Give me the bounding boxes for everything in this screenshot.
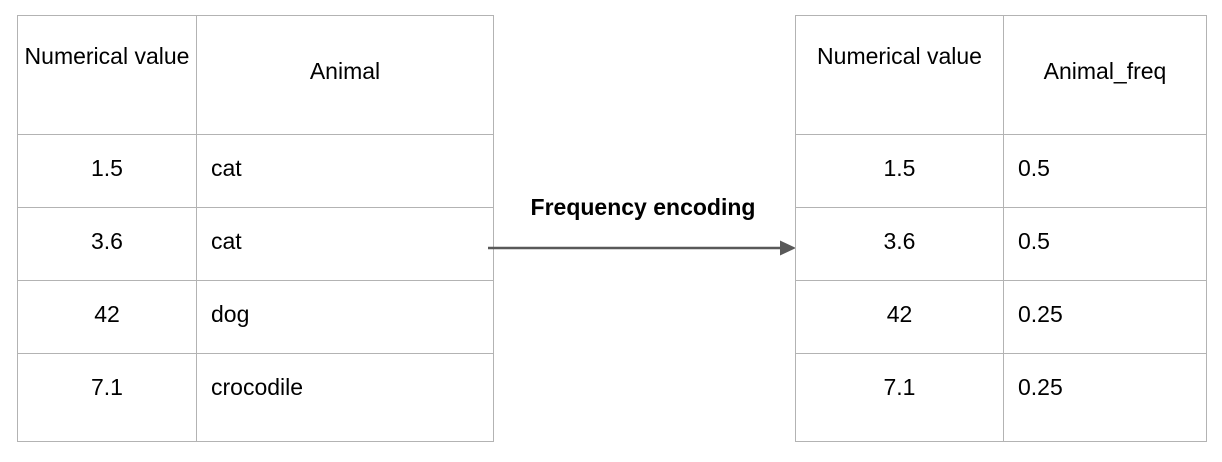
cell-text: 7.1 [91, 374, 123, 400]
cell-numerical-value: 42 [795, 280, 1004, 354]
cell-text: 0.5 [1018, 228, 1050, 254]
cell-animal-freq: 0.5 [1003, 207, 1207, 281]
cell-animal: dog [196, 280, 494, 354]
cell-animal: crocodile [196, 353, 494, 442]
column-header-numerical-value: Numerical value [17, 15, 197, 135]
column-header-numerical-value: Numerical value [795, 15, 1004, 135]
column-header-animal-freq: Animal_freq [1003, 15, 1207, 135]
cell-animal-freq: 0.25 [1003, 280, 1207, 354]
original-data-table: Numerical value Animal 1.5 cat 3.6 [17, 15, 494, 442]
column-header-animal: Animal [196, 15, 494, 135]
table-row: 42 dog [17, 280, 494, 354]
cell-text: 42 [886, 301, 913, 327]
cell-numerical-value: 3.6 [17, 207, 197, 281]
rightward-arrow-icon [488, 240, 796, 256]
cell-animal-freq: 0.25 [1003, 353, 1207, 442]
cell-animal-freq: 0.5 [1003, 134, 1207, 208]
cell-numerical-value: 3.6 [795, 207, 1004, 281]
encoded-data-table: Numerical value Animal_freq 1.5 0.5 3.6 [795, 15, 1207, 442]
cell-text: 0.25 [1018, 374, 1063, 400]
cell-numerical-value: 1.5 [795, 134, 1004, 208]
cell-text: 1.5 [91, 155, 123, 181]
cell-text: cat [211, 155, 242, 181]
table-row: 3.6 cat [17, 207, 494, 281]
table-row: 3.6 0.5 [795, 207, 1207, 281]
table-row: 7.1 crocodile [17, 353, 494, 442]
column-header-text: Animal [309, 58, 381, 84]
cell-numerical-value: 1.5 [17, 134, 197, 208]
column-header-text: Animal_freq [1043, 58, 1167, 84]
cell-text: 7.1 [883, 374, 916, 400]
cell-numerical-value: 7.1 [17, 353, 197, 442]
cell-numerical-value: 42 [17, 280, 197, 354]
column-header-text: Numerical value [24, 43, 190, 69]
cell-text: dog [211, 301, 250, 327]
table-row: 1.5 0.5 [795, 134, 1207, 208]
table-header-row: Numerical value Animal [17, 15, 494, 135]
cell-animal: cat [196, 207, 494, 281]
cell-numerical-value: 7.1 [795, 353, 1004, 442]
cell-text: 1.5 [883, 155, 916, 181]
table-row: 7.1 0.25 [795, 353, 1207, 442]
transformation-label: Frequency encoding [530, 194, 756, 220]
cell-text: 3.6 [91, 228, 123, 254]
cell-text: 0.25 [1018, 301, 1063, 327]
cell-text: 0.5 [1018, 155, 1050, 181]
table-header-row: Numerical value Animal_freq [795, 15, 1207, 135]
table-row: 1.5 cat [17, 134, 494, 208]
cell-text: cat [211, 228, 242, 254]
cell-text: 42 [94, 301, 120, 327]
column-header-text: Numerical value [817, 43, 982, 69]
cell-text: 3.6 [883, 228, 916, 254]
cell-text: crocodile [211, 374, 304, 400]
table-row: 42 0.25 [795, 280, 1207, 354]
cell-animal: cat [196, 134, 494, 208]
